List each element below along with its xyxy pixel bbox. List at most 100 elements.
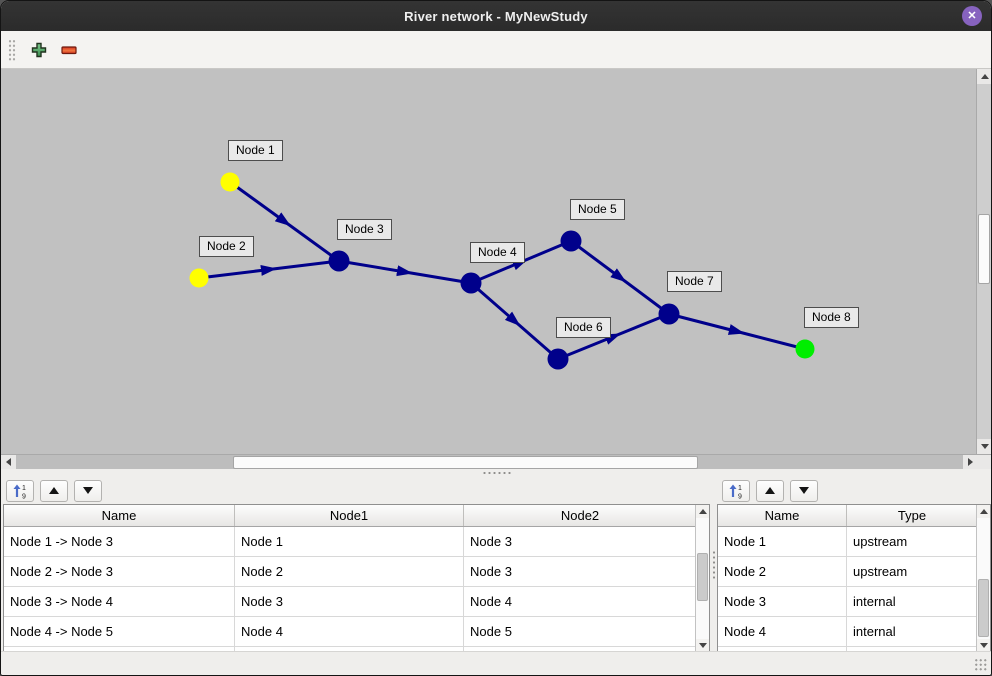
node-circle[interactable]	[658, 303, 680, 325]
reach-edge[interactable]	[557, 312, 670, 361]
move-up-button[interactable]	[756, 479, 784, 502]
reach-edge[interactable]	[470, 281, 559, 361]
splitter-handle-icon	[482, 471, 512, 475]
scroll-down-button[interactable]	[977, 439, 991, 454]
scroll-up-button[interactable]	[977, 505, 990, 518]
node-circle[interactable]	[547, 348, 569, 370]
node-circle[interactable]	[460, 272, 482, 294]
reach-edge[interactable]	[668, 312, 806, 351]
vertical-scroll-thumb[interactable]	[978, 579, 989, 637]
cell[interactable]: Node 2 -> Node 3	[4, 557, 235, 586]
cell[interactable]: Node 3	[235, 587, 464, 616]
scroll-left-button[interactable]	[1, 455, 16, 469]
titlebar[interactable]: River network - MyNewStudy ✕	[1, 1, 991, 31]
node-label[interactable]: Node 5	[570, 199, 625, 220]
cell[interactable]: Node 2	[718, 557, 847, 586]
move-up-button[interactable]	[40, 479, 68, 502]
cell[interactable]: Node 1	[235, 527, 464, 556]
node-circle[interactable]	[795, 339, 815, 359]
canvas-vertical-scrollbar[interactable]	[976, 69, 991, 454]
nodes-toolbar: 1 9	[717, 477, 991, 504]
node-label[interactable]: Node 6	[556, 317, 611, 338]
scroll-up-button[interactable]	[696, 505, 709, 518]
vertical-scroll-thumb[interactable]	[697, 553, 708, 601]
scroll-down-button[interactable]	[977, 639, 990, 652]
cell[interactable]: Node 4	[464, 587, 697, 616]
sort-button[interactable]: 1 9	[722, 479, 750, 502]
cell[interactable]: Node 2	[235, 557, 464, 586]
cell[interactable]: Node 4 -> Node 5	[4, 617, 235, 646]
cell[interactable]: internal	[847, 617, 978, 646]
cell	[4, 647, 235, 652]
cell[interactable]: Node 3 -> Node 4	[4, 587, 235, 616]
cell[interactable]: Node 1	[718, 527, 847, 556]
cell[interactable]: Node 3	[464, 557, 697, 586]
cell[interactable]: internal	[847, 587, 978, 616]
horizontal-scroll-thumb[interactable]	[233, 456, 698, 469]
table-vertical-scrollbar[interactable]	[976, 505, 990, 652]
column-header[interactable]: Type	[847, 505, 978, 526]
close-button[interactable]: ✕	[962, 6, 982, 26]
node-circle[interactable]	[328, 250, 350, 272]
triangle-up-icon	[765, 487, 775, 494]
main-toolbar	[1, 31, 991, 69]
resize-grip[interactable]	[974, 658, 987, 671]
svg-text:9: 9	[738, 493, 742, 499]
reach-edge[interactable]	[198, 259, 340, 280]
cell[interactable]: Node 5	[464, 617, 697, 646]
node-circle[interactable]	[189, 268, 209, 288]
table-vertical-scrollbar[interactable]	[695, 505, 709, 652]
cell[interactable]: Node 3	[464, 527, 697, 556]
move-down-button[interactable]	[74, 479, 102, 502]
node-label[interactable]: Node 2	[199, 236, 254, 257]
node-label[interactable]: Node 8	[804, 307, 859, 328]
horizontal-splitter[interactable]	[1, 469, 991, 477]
column-header[interactable]: Name	[718, 505, 847, 526]
triangle-up-icon	[49, 487, 59, 494]
cell[interactable]: Node 4	[235, 617, 464, 646]
scroll-down-button[interactable]	[696, 639, 709, 652]
node-circle[interactable]	[560, 230, 582, 252]
svg-text:9: 9	[22, 493, 26, 499]
column-header[interactable]: Name	[4, 505, 235, 526]
remove-button[interactable]	[54, 36, 84, 64]
node-circle[interactable]	[220, 172, 240, 192]
reach-edge[interactable]	[570, 239, 670, 316]
sort-button[interactable]: 1 9	[6, 479, 34, 502]
toolbar-drag-handle[interactable]	[8, 38, 16, 61]
reach-edge[interactable]	[338, 259, 472, 285]
cell[interactable]: upstream	[847, 557, 978, 586]
canvas-horizontal-scrollbar[interactable]	[1, 454, 978, 469]
cell[interactable]: Node 4	[718, 617, 847, 646]
reach-edge[interactable]	[229, 180, 340, 263]
node-label[interactable]: Node 4	[470, 242, 525, 263]
window-title: River network - MyNewStudy	[404, 8, 588, 24]
column-header[interactable]: Node1	[235, 505, 464, 526]
node-label[interactable]: Node 7	[667, 271, 722, 292]
vertical-splitter[interactable]	[711, 477, 717, 653]
add-button[interactable]	[24, 36, 54, 64]
cell[interactable]: Node 1 -> Node 3	[4, 527, 235, 556]
move-down-button[interactable]	[790, 479, 818, 502]
network-canvas[interactable]: Node 1 Node 2 Node 3 Node 4 Node 5 Node 6 Node…	[1, 69, 978, 454]
scroll-right-button[interactable]	[963, 455, 978, 469]
node-label[interactable]: Node 3	[337, 219, 392, 240]
scroll-up-button[interactable]	[977, 69, 991, 84]
cell	[235, 647, 464, 652]
cell[interactable]: upstream	[847, 527, 978, 556]
node-label[interactable]: Node 1	[228, 140, 283, 161]
cell[interactable]: Node 3	[718, 587, 847, 616]
column-header[interactable]: Node2	[464, 505, 697, 526]
vertical-scroll-thumb[interactable]	[978, 214, 990, 284]
